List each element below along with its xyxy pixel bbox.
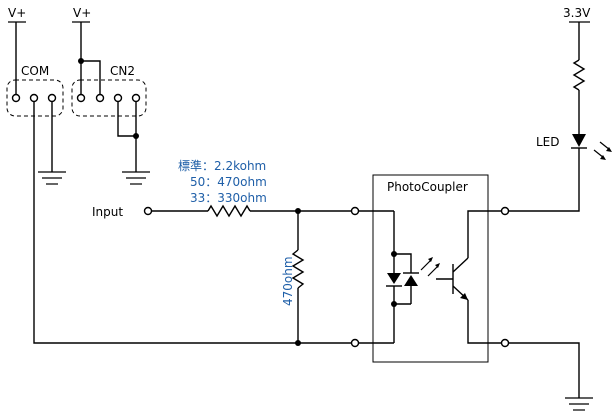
pc-output-terminal-1 <box>500 206 510 216</box>
series-resistor <box>207 204 251 218</box>
cn2-label: CN2 <box>110 64 135 78</box>
resistor-note-line3: 33：330ohm <box>190 191 267 205</box>
photocoupler-label: PhotoCoupler <box>387 180 468 194</box>
vplus-cn2-label: V+ <box>73 6 91 20</box>
photocoupler-input-diodes <box>358 210 419 344</box>
com-label: COM <box>21 64 49 78</box>
pc-input-terminal-1 <box>350 206 360 216</box>
shunt-resistor-label: 470ohm <box>281 256 295 306</box>
supply-symbol <box>569 21 590 60</box>
photocoupler-light-arrows <box>420 257 440 277</box>
led-symbol <box>571 134 612 160</box>
led-wire-bottom <box>508 148 580 212</box>
resistor-note-line2: 50：470ohm <box>190 175 267 189</box>
vplus-cn2-symbol <box>72 21 101 95</box>
ground-symbol-com <box>38 101 66 185</box>
pc-input-terminal-2 <box>350 338 360 348</box>
vplus-left-label: V+ <box>8 6 26 20</box>
supply-label: 3.3V <box>563 6 591 20</box>
ground-symbol-cn2 <box>117 101 150 185</box>
input-terminal <box>143 206 153 216</box>
photocoupler-box <box>372 174 489 363</box>
ground-symbol-output <box>565 397 593 411</box>
vplus-left-symbol <box>8 21 26 95</box>
cn2-connector <box>71 79 147 117</box>
com-return-wire <box>33 101 298 344</box>
input-label: Input <box>92 205 123 219</box>
photocoupler-transistor <box>436 210 502 344</box>
led-label: LED <box>536 135 560 149</box>
pc-output-terminal-2 <box>500 338 510 348</box>
output-ground-wire <box>508 342 580 398</box>
shunt-resistor <box>291 249 305 289</box>
led-resistor <box>572 59 586 91</box>
resistor-note-line1: 標準：2.2kohm <box>178 158 266 173</box>
